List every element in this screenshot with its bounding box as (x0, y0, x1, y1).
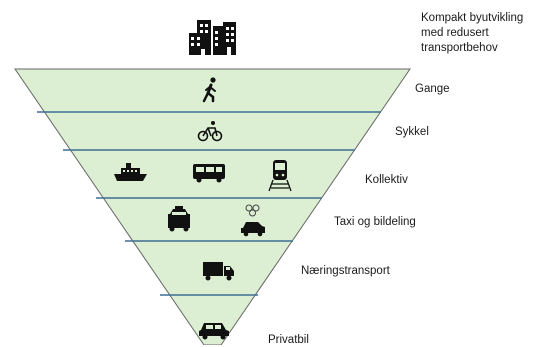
taxi-icon (168, 206, 190, 232)
level-label-gange: Gange (415, 83, 450, 95)
car-sharing-icon (241, 204, 265, 237)
ferry-icon (114, 163, 147, 181)
funnel-title: Kompakt byutvikling med redusert transpo… (421, 11, 547, 56)
bus-icon (193, 164, 225, 183)
title-line-3: transportbehov (421, 42, 498, 54)
train-icon (268, 160, 292, 192)
level-label-sykkel: Sykkel (395, 126, 429, 138)
bicycle-icon (197, 121, 223, 142)
level-label-naeringstransport: Næringstransport (301, 265, 390, 277)
title-line-1: Kompakt byutvikling (421, 12, 524, 24)
level-label-privatbil: Privatbil (268, 334, 309, 346)
walking-person-icon (202, 77, 216, 103)
funnel-shape (14, 68, 411, 345)
level-label-kollektiv: Kollektiv (365, 174, 408, 186)
city-buildings-icon (189, 20, 236, 55)
car-icon (199, 323, 229, 340)
title-line-2: med redusert (421, 27, 489, 39)
level-label-taxi-og-bildeling: Taxi og bildeling (334, 216, 416, 228)
funnel-dividers (37, 111, 381, 296)
truck-icon (203, 262, 234, 281)
